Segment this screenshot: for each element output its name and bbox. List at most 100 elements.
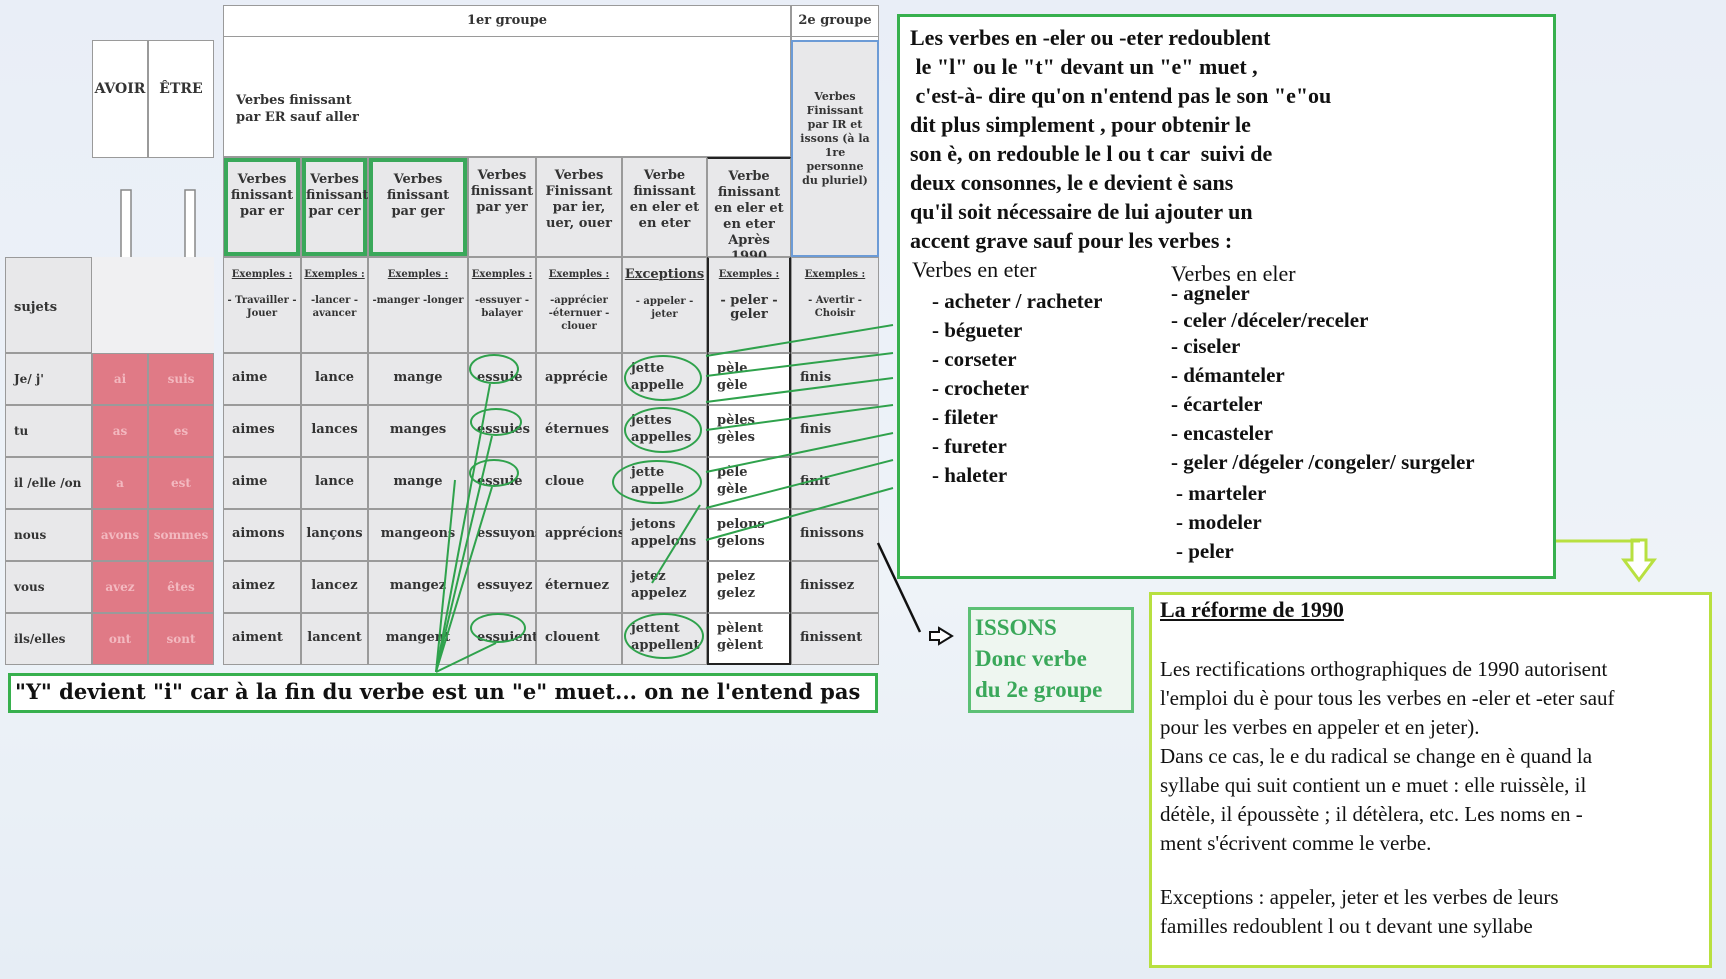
etre-form: suis [148,353,214,405]
reform-line: l'emploi du è pour tous les verbes en -e… [1160,686,1615,710]
eler-verb: - démanteler [1171,363,1285,387]
col-header-yer: Verbes finissant par yer [468,157,536,257]
reform-paragraph-2: Exceptions : appeler, jeter et les verbe… [1160,883,1559,941]
etre-form: êtes [148,561,214,613]
col-header-eler: Verbe finissant en eler et en eter [622,157,707,257]
reform-paragraph-1: Les rectifications orthographiques de 19… [1160,655,1615,858]
verb-form-ier: cloue [536,457,622,509]
reform-line: Les rectifications orthographiques de 19… [1160,657,1608,681]
avoir-form: avons [92,509,148,561]
eler-verb: - ciseler [1171,334,1241,358]
eter-verb: - crocheter [932,376,1029,400]
verb-form-ger: mange [368,457,468,509]
er-group-label: Verbes finissant par ER sauf aller [236,93,359,125]
verb-form-eler1990: pelons gelons [707,509,791,561]
subject-cell: il /elle /on [5,457,92,509]
form-line: pelez [717,569,755,584]
form-line: gèle [717,482,748,497]
y-rule-note: "Y" devient "i" car à la fin du verbe es… [8,673,878,713]
verb-form-ger: manges [368,405,468,457]
etre-form: est [148,457,214,509]
col-header-ger: Verbes finissant par ger [368,157,468,257]
verb-form-ger: mange [368,353,468,405]
form-line: pelons [717,517,765,532]
form-line: pèlent [717,621,764,636]
eter-verb: - haleter [932,463,1008,487]
verb-form-er: aimes [223,405,301,457]
form-line: gelons [717,534,765,549]
eler-eter-rule-box: Les verbes en -eler ou -eter redoublent … [897,14,1556,579]
avoir-form: as [92,405,148,457]
form-line: gèle [717,378,748,393]
avoir-form: avez [92,561,148,613]
col-header-ir: Verbes Finissant par IR et issons (à la … [791,40,879,257]
circle-highlight [469,354,519,384]
rule-line: Les verbes en -eler ou -eter redoublent [910,25,1271,50]
verb-form-ir: finissez [791,561,879,613]
verb-form-ier: clouent [536,613,622,665]
examples-er: Exemples :- Travailler - Jouer [223,257,301,353]
verb-form-ier: éternuez [536,561,622,613]
verb-form-ier: apprécie [536,353,622,405]
verb-form-yer: essuyez [468,561,536,613]
verb-form-cer: lance [301,457,368,509]
examples-ir: Exemples :- Avertir - Choisir [791,257,879,353]
reform-line: syllabe qui suit contient un e muet : el… [1160,773,1587,797]
etre-form: es [148,405,214,457]
verb-form-cer: lancent [301,613,368,665]
subject-cell: vous [5,561,92,613]
etre-header: ÊTRE [148,40,214,158]
eter-verb: - fileter [932,405,998,429]
examples-ger: Exemples :-manger -longer [368,257,468,353]
verb-form-cer: lançons [301,509,368,561]
group2-header: 2e groupe [791,5,879,37]
issons-line-3: du 2e groupe [975,677,1103,702]
avoir-header: AVOIR [92,40,148,158]
avoir-form: a [92,457,148,509]
circle-highlight [624,355,702,401]
rule-line: son è, on redouble le l ou t car suivi d… [910,141,1273,166]
eler-verb: - celer /déceler/receler [1171,308,1369,332]
sujets-header: sujets [5,257,92,353]
avoir-form: ont [92,613,148,665]
form-line: gèles [717,430,755,445]
examples-cer: Exemples :-lancer -avancer [301,257,368,353]
reform-line: Exceptions : appeler, jeter et les verbe… [1160,885,1559,909]
eter-title: Verbes en eter [912,257,1037,282]
reform-line: familles redoublent l ou t devant une sy… [1160,914,1533,938]
eler-verb: - agneler [1171,281,1250,305]
circle-highlight [470,408,522,436]
col-header-eler1990: Verbe finissant en eler et en eter Après… [707,157,791,264]
etre-spacer [148,257,214,353]
form-line: gelez [717,586,755,601]
rule-line: deux consonnes, le e devient è sans [910,170,1234,195]
verb-form-cer: lance [301,353,368,405]
verb-form-cer: lances [301,405,368,457]
group1-header: 1er groupe [223,5,791,37]
verb-form-ir: finissent [791,613,879,665]
circle-highlight [469,459,519,487]
rule-line: qu'il soit nécessaire de lui ajouter un [910,199,1253,224]
issons-line-2: Donc verbe [975,646,1087,671]
eler-verb: - marteler [1176,481,1267,505]
col-header-er: Verbes finissant par er [223,157,301,257]
eler-verb: - écarteler [1171,392,1263,416]
verb-form-er: aime [223,353,301,405]
rule-line: accent grave sauf pour les verbes : [910,228,1233,253]
col-header-ier: Verbes Finissant par ier, uer, ouer [536,157,622,257]
verb-form-er: aime [223,457,301,509]
eler-title: Verbes en eler [1171,261,1296,286]
etre-form: sont [148,613,214,665]
rule-line: le "l" ou le "t" devant un "e" muet , [910,54,1258,79]
eter-verb: - corseter [932,347,1017,371]
verb-form-er: aimez [223,561,301,613]
verb-form-ier: éternues [536,405,622,457]
col-header-cer: Verbes finissant par cer [301,157,368,257]
verb-form-er: aiment [223,613,301,665]
avoir-spacer [92,257,148,353]
issons-note: ISSONS Donc verbe du 2e groupe [968,607,1134,713]
circle-highlight [612,460,702,504]
